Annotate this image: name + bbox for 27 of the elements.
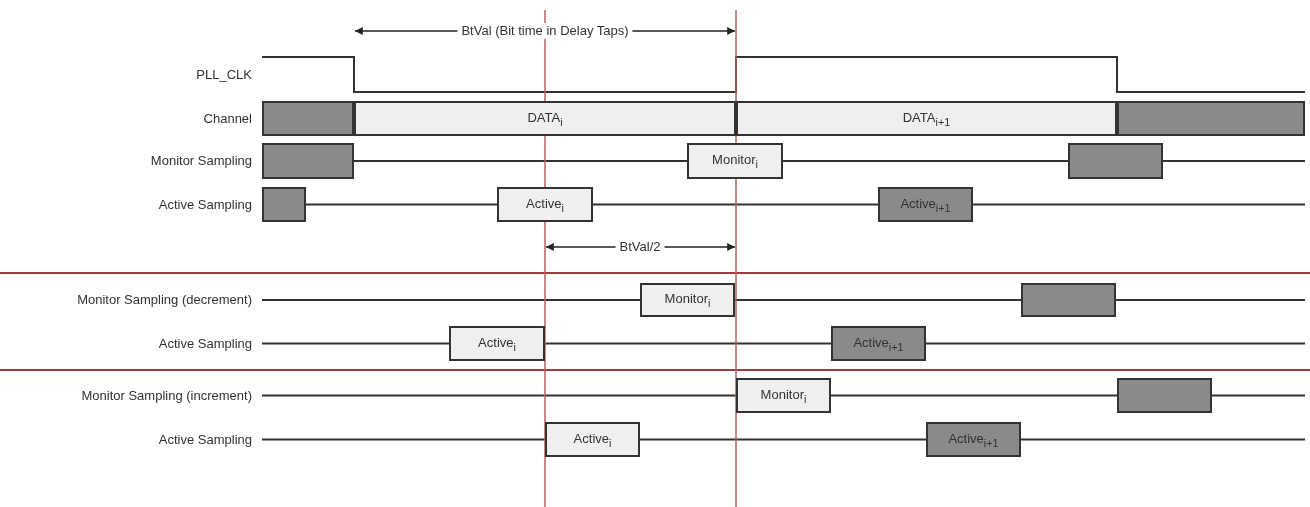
sample-window: Active$_{i}$ <box>497 187 593 222</box>
signal-name: Channel <box>203 111 252 127</box>
signal-name: Active Sampling <box>158 197 252 213</box>
signal-name: Monitor Sampling (increment) <box>81 388 252 404</box>
sample-window: Active$_{i+1}$ <box>831 326 926 361</box>
sample-window <box>1117 378 1212 413</box>
sample-window: Active$_{i}$ <box>449 326 545 361</box>
sample-window: Monitor$_{i}$ <box>640 283 735 317</box>
data-segment <box>262 101 354 136</box>
signal-name: Active Sampling <box>158 336 252 352</box>
dimension-label: BtVal (Bit time in Delay Taps) <box>457 23 633 39</box>
signal-name: Monitor Sampling (decrement) <box>77 292 252 308</box>
sample-window: Monitor$_{i}$ <box>687 143 783 179</box>
signal-name: PLL_CLK <box>196 67 252 83</box>
signal-name: Monitor Sampling <box>150 153 252 169</box>
data-segment <box>1117 101 1305 136</box>
sample-window: Active$_{i}$ <box>545 422 640 457</box>
sample-window <box>262 143 354 179</box>
sample-window <box>1021 283 1116 317</box>
sample-window: Active$_{i+1}$ <box>926 422 1021 457</box>
data-segment: DATA$_{i+1}$ <box>736 101 1117 136</box>
sample-window <box>1068 143 1163 179</box>
signal-name: Active Sampling <box>158 432 252 448</box>
sample-window: Active$_{i+1}$ <box>878 187 973 222</box>
sample-window <box>262 187 306 222</box>
data-segment: DATA$_{i}$ <box>354 101 736 136</box>
sample-window: Monitor$_{i}$ <box>736 378 831 413</box>
